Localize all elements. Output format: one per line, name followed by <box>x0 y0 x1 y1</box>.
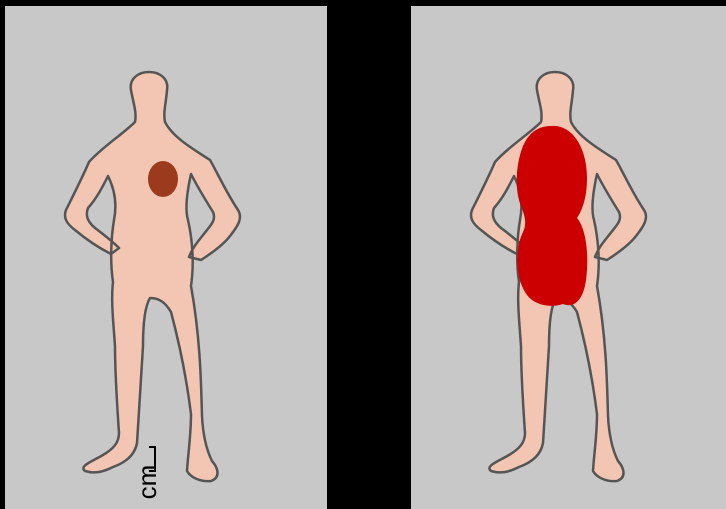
right-body-figure-svg <box>411 6 726 509</box>
left-body-figure-svg <box>5 6 327 509</box>
scale-unit-label: cm <box>134 465 160 500</box>
left-panel: cm <box>5 6 327 509</box>
body-silhouette-left <box>65 72 240 481</box>
large-lesion-marking <box>517 126 588 306</box>
small-lesion-marking <box>148 161 178 197</box>
right-panel <box>411 6 726 509</box>
